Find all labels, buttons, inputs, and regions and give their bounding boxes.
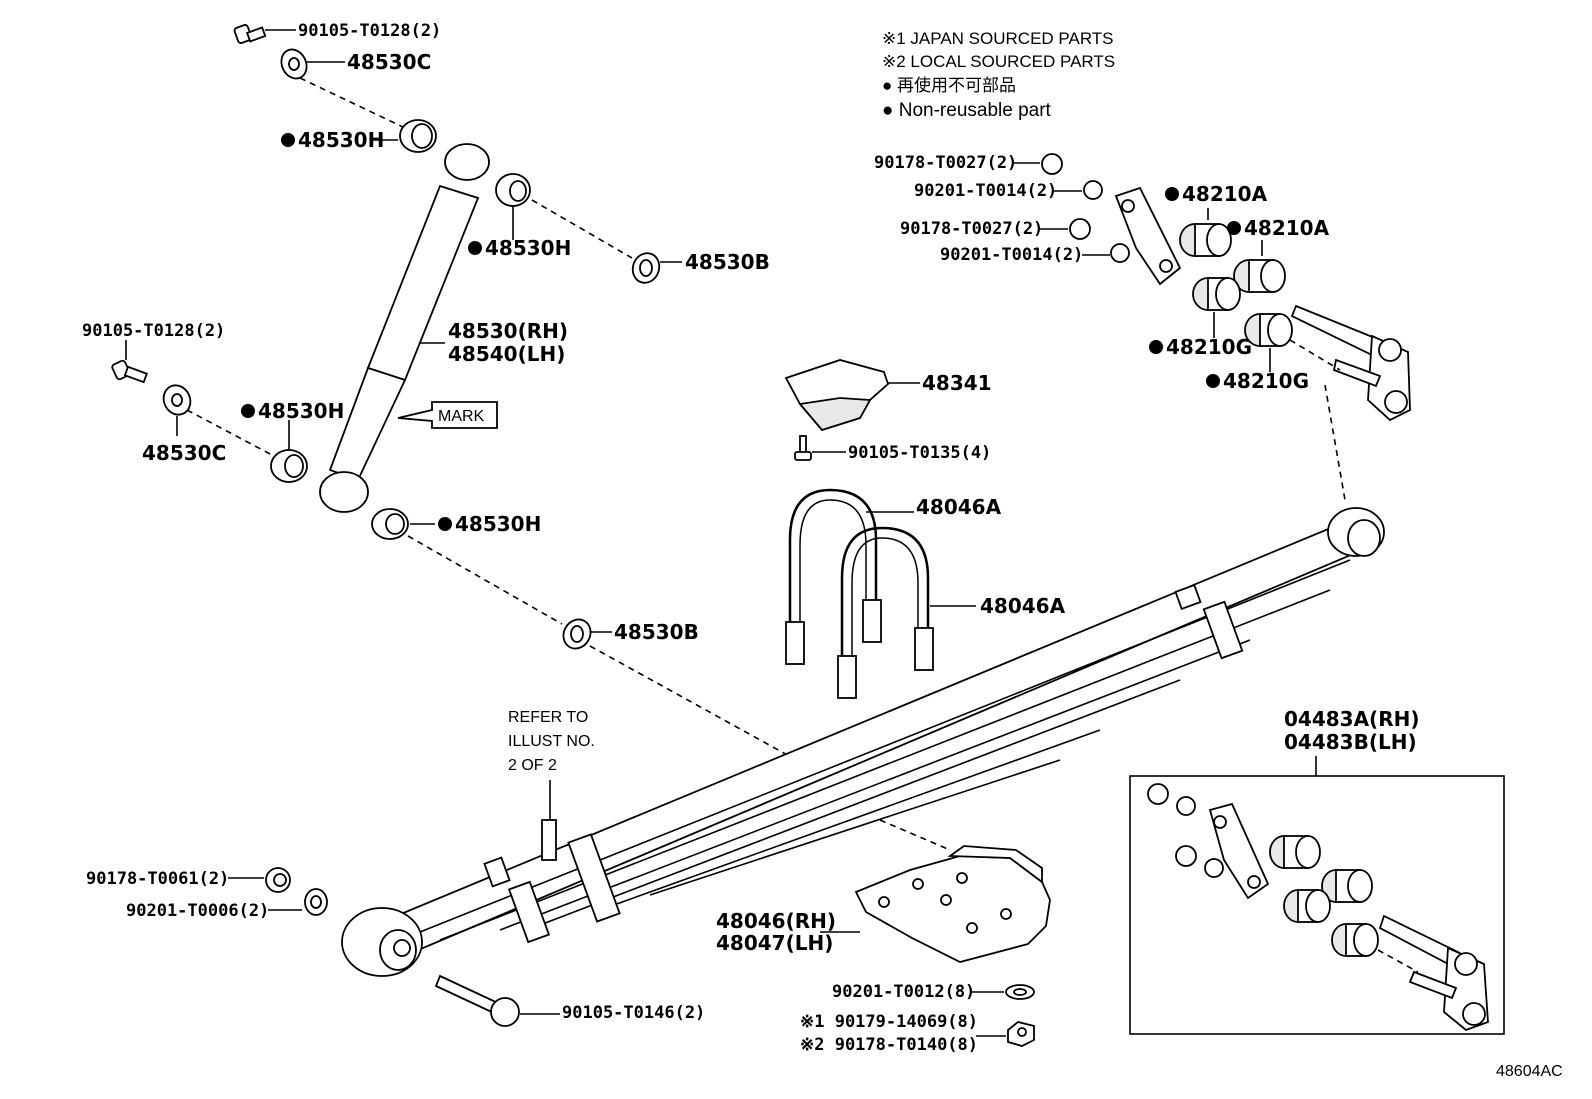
- leaf-spring-icon: [341, 507, 1385, 977]
- note-japan-sourced: ※1 JAPAN SOURCED PARTS: [882, 29, 1114, 48]
- label-bush-g-2[interactable]: 48210G: [1223, 369, 1309, 393]
- shock-absorber-icon: [319, 143, 490, 513]
- label-bushing-h-2[interactable]: 48530H: [485, 236, 571, 260]
- label-nut-front[interactable]: 90178-T0061(2): [86, 869, 229, 889]
- washer-c-top-icon: [280, 48, 308, 80]
- spring-plate-group: 48046(RH) 48047(LH) 90201-T0012(8) ※1 90…: [716, 819, 1051, 1055]
- washer-1-icon: [1083, 180, 1103, 200]
- bush-a-2-icon: [1233, 259, 1286, 293]
- label-nut-2[interactable]: 90178-T0027(2): [900, 219, 1043, 239]
- shackle-kit-box: [1129, 775, 1505, 1035]
- note-local-sourced: ※2 LOCAL SOURCED PARTS: [882, 52, 1115, 71]
- label-bumper-bolt[interactable]: 90105-T0135(4): [848, 443, 991, 463]
- nut-1-icon: [1041, 153, 1063, 175]
- ubolt-1-icon: [785, 488, 882, 665]
- label-bushing-h-1[interactable]: 48530H: [298, 128, 384, 152]
- label-washer-front[interactable]: 90201-T0006(2): [126, 901, 269, 921]
- bushing-h-2-icon: [495, 173, 531, 207]
- bumper-bolt-icon: [794, 435, 812, 461]
- label-front-bolt[interactable]: 90105-T0146(2): [562, 1003, 705, 1023]
- washer-b-bottom-icon: [562, 618, 592, 650]
- washer-c-left-icon: [162, 384, 192, 416]
- label-mark: MARK: [438, 408, 485, 425]
- shackle-kit-icon: [1147, 783, 1489, 1032]
- leaf-spring-group: REFER TO ILLUST NO. 2 OF 2 90178-T0061(2…: [86, 507, 1385, 1027]
- mark-callout: MARK: [397, 401, 498, 429]
- washer-b-top-icon: [631, 252, 661, 284]
- bumper-icon: [784, 359, 890, 432]
- label-washer-c-left[interactable]: 48530C: [142, 441, 226, 465]
- label-washer-b-bottom[interactable]: 48530B: [614, 620, 699, 644]
- label-ubolt-1[interactable]: 48046A: [916, 495, 1002, 519]
- label-nut-plate-1[interactable]: ※1 90179-14069(8): [800, 1012, 978, 1032]
- note-nonreusable-jp: ● 再使用不可部品: [882, 75, 1016, 95]
- label-shock-rh[interactable]: 48530(RH): [448, 319, 568, 343]
- label-bolt-left[interactable]: 90105-T0128(2): [82, 321, 225, 341]
- label-bolt-top[interactable]: 90105-T0128(2): [298, 21, 441, 41]
- label-washer-plate[interactable]: 90201-T0012(8): [832, 982, 975, 1002]
- label-plate-rh[interactable]: 48046(RH): [716, 909, 836, 933]
- label-kit-lh[interactable]: 04483B(LH): [1284, 730, 1417, 754]
- legend-notes: ※1 JAPAN SOURCED PARTS ※2 LOCAL SOURCED …: [882, 29, 1115, 121]
- label-bushing-h-4[interactable]: 48530H: [455, 512, 541, 536]
- spring-plate-icon: [854, 845, 1051, 963]
- label-bush-a-2[interactable]: 48210A: [1244, 216, 1330, 240]
- shackle-bolt-plate-icon: [1290, 304, 1411, 422]
- label-ubolt-2[interactable]: 48046A: [980, 594, 1066, 618]
- front-bolt-icon: [434, 974, 520, 1027]
- bushing-h-3-icon: [270, 449, 308, 483]
- shackle-group: 90178-T0027(2) 90201-T0014(2) 90178-T002…: [874, 153, 1411, 501]
- diagram-id: 48604AC: [1496, 1063, 1563, 1080]
- label-bushing-h-3[interactable]: 48530H: [258, 399, 344, 423]
- shackle-kit-group: 04483A(RH) 04483B(LH): [1129, 707, 1505, 1035]
- nut-2-icon: [1069, 218, 1091, 240]
- label-nut-plate-2[interactable]: ※2 90178-T0140(8): [800, 1035, 978, 1055]
- bolt-left-icon: [111, 359, 148, 384]
- bushing-h-4-icon: [371, 508, 409, 540]
- label-nut-1[interactable]: 90178-T0027(2): [874, 153, 1017, 173]
- shock-absorber-group: 90105-T0128(2) 48530C 48530H: [82, 21, 801, 763]
- refer-note-line-1: REFER TO: [508, 709, 588, 726]
- label-bush-g-1[interactable]: 48210G: [1166, 335, 1252, 359]
- label-bumper[interactable]: 48341: [922, 371, 992, 395]
- label-bush-a-1[interactable]: 48210A: [1182, 182, 1268, 206]
- bush-g-2-icon: [1244, 313, 1293, 347]
- label-washer-1[interactable]: 90201-T0014(2): [914, 181, 1057, 201]
- nut-plate-icon: [1007, 1021, 1035, 1047]
- bushing-h-1-icon: [399, 119, 437, 153]
- label-washer-2[interactable]: 90201-T0014(2): [940, 245, 1083, 265]
- bush-a-1-icon: [1179, 223, 1232, 257]
- label-washer-c-top[interactable]: 48530C: [347, 50, 431, 74]
- label-plate-lh[interactable]: 48047(LH): [716, 931, 833, 955]
- label-kit-rh[interactable]: 04483A(RH): [1284, 707, 1419, 731]
- ubolt-2-icon: [837, 526, 934, 699]
- note-nonreusable-en: ● Non-reusable part: [882, 100, 1052, 121]
- label-shock-lh[interactable]: 48540(LH): [448, 342, 565, 366]
- washer-2-icon: [1110, 243, 1130, 263]
- label-washer-b-top[interactable]: 48530B: [685, 250, 770, 274]
- refer-note-line-2: ILLUST NO.: [508, 733, 595, 750]
- bush-g-1-icon: [1192, 277, 1241, 311]
- bolt-top-icon: [233, 24, 267, 44]
- bumper-group: 48341 90105-T0135(4) 48046A 48046A: [784, 359, 1066, 699]
- refer-note-line-3: 2 OF 2: [508, 757, 557, 774]
